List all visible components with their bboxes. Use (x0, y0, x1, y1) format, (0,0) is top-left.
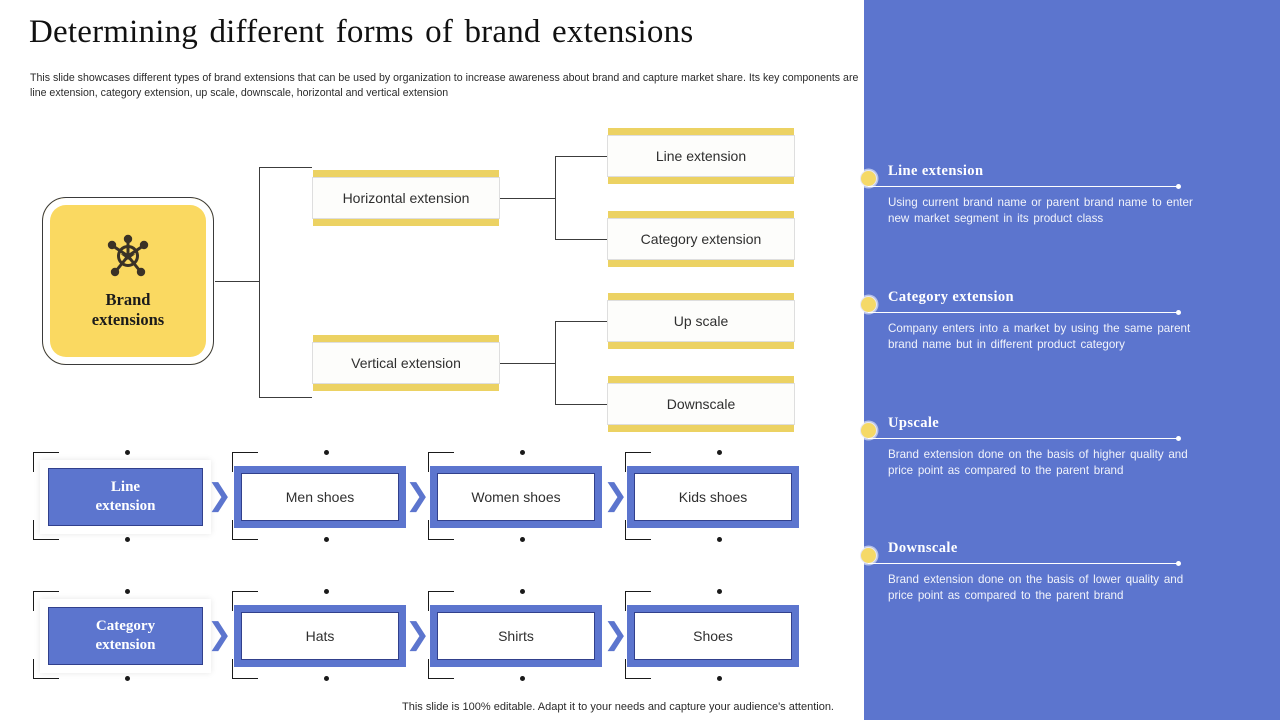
page-subtitle: This slide showcases different types of … (30, 72, 859, 99)
connector-center-split (259, 167, 260, 397)
side-item-title: Line extension (888, 163, 984, 179)
chain-step-hats-label: Hats (305, 628, 335, 644)
circle-bullet-icon (860, 547, 877, 564)
chain-lead-line1: Line (110, 479, 141, 495)
chain-step-kids-shoes[interactable]: Kids shoes (627, 466, 799, 528)
connector-to-vertical (259, 397, 312, 398)
page-title: Determining different forms of brand ext… (29, 14, 694, 50)
chevron-right-icon: ❯ (603, 478, 629, 513)
brand-extensions-node-label: Brand extensions (92, 290, 164, 330)
circle-bullet-icon (860, 170, 877, 187)
leaf-downscale-label: Downscale (666, 396, 736, 412)
chevron-right-icon: ❯ (405, 617, 431, 652)
chain-lead-line-extension[interactable]: Line extension (48, 468, 203, 526)
side-item-title: Upscale (888, 415, 940, 431)
network-hub-star-icon (104, 233, 152, 284)
chain-step-men-shoes-label: Men shoes (285, 489, 355, 505)
side-item-body: Brand extension done on the basis of hig… (888, 448, 1188, 477)
side-item-title: Downscale (888, 540, 958, 556)
connector-to-line-extension (555, 156, 607, 157)
side-panel: Line extension Using current brand name … (860, 0, 1280, 720)
side-item-title: Category extension (888, 289, 1014, 305)
connector-to-upscale (555, 321, 607, 322)
connector-vertical-split (555, 321, 556, 404)
chain-step-kids-shoes-label: Kids shoes (678, 489, 748, 505)
branch-horizontal-extension-label: Horizontal extension (342, 190, 470, 206)
side-item-rule (868, 310, 1181, 315)
leaf-category-extension[interactable]: Category extension (607, 211, 795, 267)
side-item-rule (868, 561, 1181, 566)
chain-step-women-shoes[interactable]: Women shoes (430, 466, 602, 528)
circle-bullet-icon (860, 296, 877, 313)
connector-to-category-extension (555, 239, 607, 240)
side-item-rule (868, 184, 1181, 189)
chain-step-shoes[interactable]: Shoes (627, 605, 799, 667)
leaf-category-extension-label: Category extension (640, 231, 762, 247)
chevron-right-icon: ❯ (207, 617, 233, 652)
branch-vertical-extension[interactable]: Vertical extension (312, 335, 500, 391)
side-item-body: Company enters into a market by using th… (888, 322, 1191, 351)
leaf-up-scale-label: Up scale (673, 313, 729, 329)
side-item-body: Using current brand name or parent brand… (888, 196, 1193, 225)
leaf-line-extension-label: Line extension (655, 148, 747, 164)
node-label-line2: extensions (91, 309, 165, 329)
brand-extensions-node[interactable]: Brand extensions (42, 197, 214, 365)
side-item-body: Brand extension done on the basis of low… (888, 573, 1184, 602)
side-item-rule (868, 436, 1181, 441)
branch-vertical-extension-label: Vertical extension (351, 355, 461, 371)
chain-step-shirts[interactable]: Shirts (430, 605, 602, 667)
chevron-right-icon: ❯ (603, 617, 629, 652)
chain-step-hats[interactable]: Hats (234, 605, 406, 667)
connector-vertical-out (500, 363, 556, 364)
leaf-up-scale[interactable]: Up scale (607, 293, 795, 349)
node-label-line1: Brand (105, 289, 151, 309)
chain-lead-category-extension[interactable]: Category extension (48, 607, 203, 665)
chain-step-shoes-label: Shoes (693, 628, 733, 644)
chain-lead-line2: extension (95, 637, 156, 653)
circle-bullet-icon (860, 422, 877, 439)
chain-step-shirts-label: Shirts (498, 628, 534, 644)
editable-note: This slide is 100% editable. Adapt it to… (402, 701, 834, 713)
leaf-line-extension[interactable]: Line extension (607, 128, 795, 184)
chain-lead-line2: extension (95, 498, 156, 514)
connector-to-downscale (555, 404, 607, 405)
connector-horizontal-out (500, 198, 556, 199)
leaf-downscale[interactable]: Downscale (607, 376, 795, 432)
chain-step-women-shoes-label: Women shoes (471, 489, 561, 505)
connector-center-out (215, 281, 260, 282)
chevron-right-icon: ❯ (207, 478, 233, 513)
connector-to-horizontal (259, 167, 312, 168)
chain-step-men-shoes[interactable]: Men shoes (234, 466, 406, 528)
connector-horizontal-split (555, 156, 556, 240)
branch-horizontal-extension[interactable]: Horizontal extension (312, 170, 500, 226)
chain-lead-line1: Category (95, 618, 156, 634)
chevron-right-icon: ❯ (405, 478, 431, 513)
